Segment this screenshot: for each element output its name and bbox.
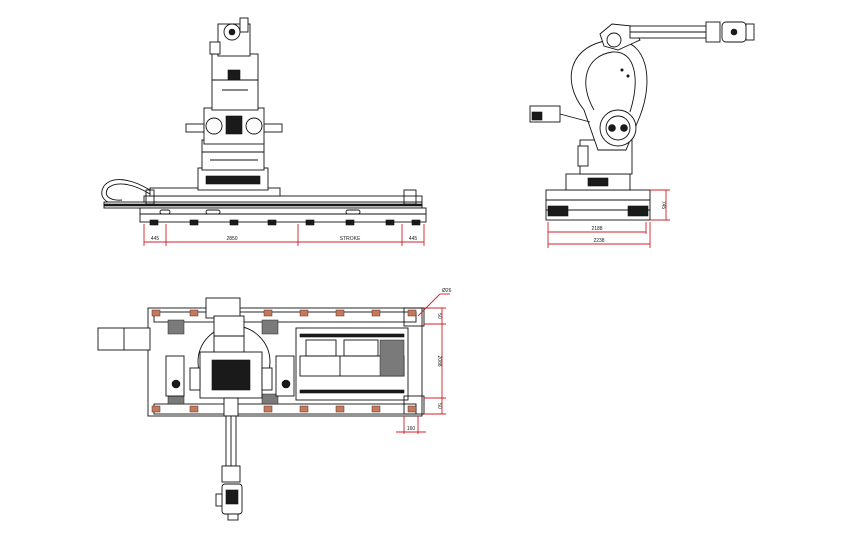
front-view: 445 2850 STROKE 445 [101, 17, 427, 246]
robot-front [185, 17, 283, 191]
track-feet [149, 209, 421, 226]
side-view: 745 2188 2238 [529, 21, 755, 248]
robot-side [529, 21, 755, 175]
dim-top-hole-26: Ø26 [442, 288, 452, 294]
dim-top-50-upper: 50 [436, 313, 442, 319]
top-view: Ø26 50 2088 50 160 [97, 288, 452, 521]
side-track-base [545, 173, 651, 221]
dim-top-160: 160 [407, 426, 416, 432]
dim-front-stroke: STROKE [340, 236, 361, 242]
linear-track-rail [103, 187, 427, 223]
robot-top [97, 297, 295, 521]
front-dimension-chain: 445 2850 STROKE 445 [143, 224, 425, 246]
dim-top-50-lower: 50 [436, 403, 442, 409]
dim-side-745: 745 [660, 201, 666, 210]
cable-loop [101, 179, 151, 205]
top-vent-grilles [167, 319, 405, 405]
side-dimensions: 745 2188 2238 [547, 189, 670, 248]
dim-side-2188: 2188 [591, 226, 602, 232]
dim-front-left-445: 445 [151, 236, 160, 242]
dim-side-2238: 2238 [593, 238, 604, 244]
top-dimensions: Ø26 50 2088 50 160 [396, 288, 452, 434]
dim-front-2850: 2850 [226, 236, 237, 242]
dim-top-2088: 2088 [436, 355, 442, 366]
dim-front-right-445: 445 [409, 236, 418, 242]
